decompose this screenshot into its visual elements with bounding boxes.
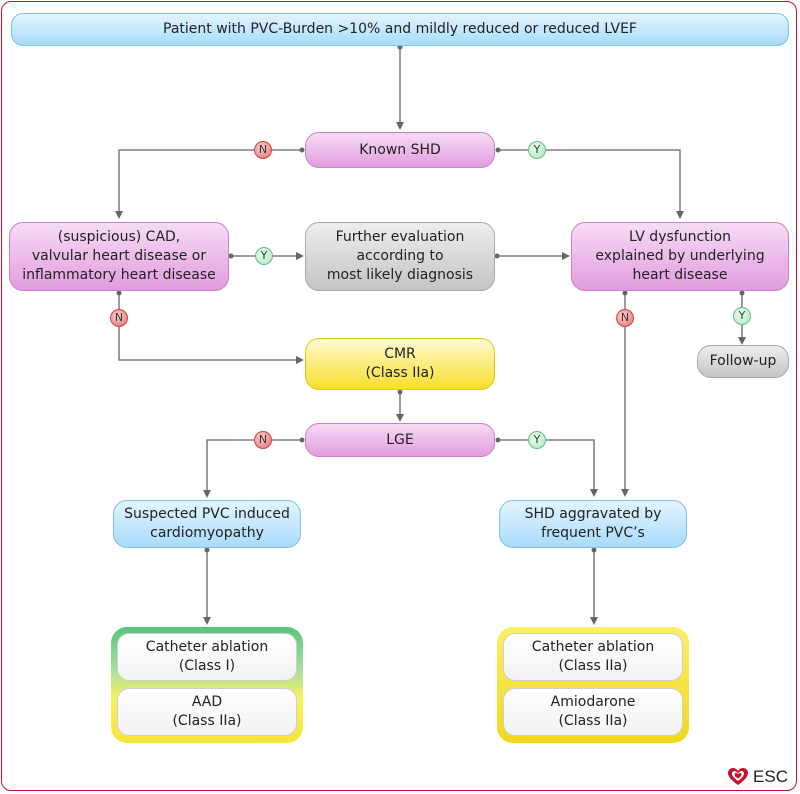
box-lge: LGE [305,423,495,457]
box-shd-aggravated: SHD aggravated by frequent PVC’s [499,500,687,548]
badge-no-cad: N [110,309,128,327]
badge-yes-known-shd: Y [528,141,546,159]
therapy-panel-right: Catheter ablation (Class IIa) Amiodarone… [497,627,689,743]
connector-cad-no [118,293,304,364]
box-patient-criteria: Patient with PVC-Burden >10% and mildly … [11,13,789,46]
badge-yes-lge: Y [528,431,546,449]
connector-lge-yes [498,439,598,497]
box-lv-dysfunction: LV dysfunction explained by underlying h… [571,222,789,291]
therapy-panel-left: Catheter ablation (Class I) AAD (Class I… [111,627,303,743]
box-left-aad: AAD (Class IIa) [117,688,297,736]
badge-no-known-shd: N [254,141,272,159]
connector-known-shd-no [115,149,302,219]
box-right-catheter-ablation: Catheter ablation (Class IIa) [503,633,683,681]
connector-known-shd-yes [498,149,684,219]
box-suspected-pvc-cardiomyopathy: Suspected PVC induced cardiomyopathy [113,500,301,548]
esc-logo: ESC [727,766,788,788]
connector-lge-no [203,439,302,498]
heart-icon [728,768,749,785]
badge-no-lv-dysfunction: N [616,309,634,327]
box-cad-valvular-inflammatory: (suspicious) CAD, valvular heart disease… [9,222,229,291]
box-known-shd: Known SHD [305,132,495,168]
box-follow-up: Follow-up [697,345,789,378]
box-left-catheter-ablation: Catheter ablation (Class I) [117,633,297,681]
box-right-amiodarone: Amiodarone (Class IIa) [503,688,683,736]
badge-no-lge: N [254,431,272,449]
esc-logo-text: ESC [753,767,788,786]
badge-yes-cad: Y [255,247,273,265]
box-further-evaluation: Further evaluation according to most lik… [305,222,495,291]
box-cmr: CMR (Class IIa) [305,338,495,390]
badge-yes-lv-dysfunction: Y [733,307,751,325]
